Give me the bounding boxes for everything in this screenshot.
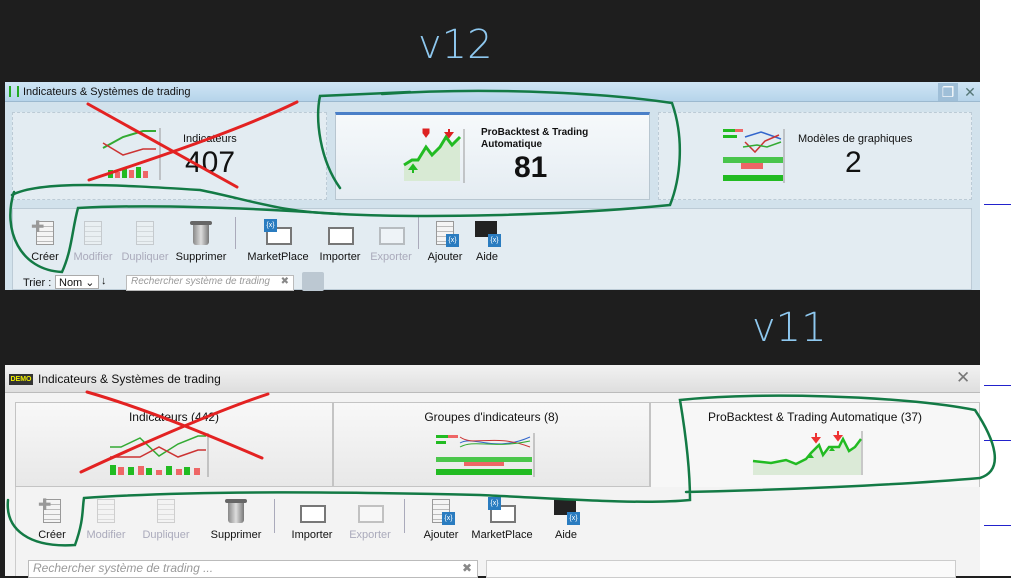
window-title: Indicateurs & Systèmes de trading <box>23 85 191 98</box>
v11-toolbar-panel: ✚ Créer Modifier Dupliquer Supprimer Impo… <box>15 487 980 578</box>
create-button[interactable]: ✚ Créer <box>13 219 77 263</box>
import-button[interactable]: Importer <box>280 497 344 541</box>
search-placeholder: Rechercher système de trading <box>131 276 270 287</box>
tile-count: 81 <box>514 151 548 184</box>
duplicate-button[interactable]: Dupliquer <box>134 497 198 541</box>
search-input[interactable]: Rechercher système de trading ... ✖ <box>28 560 478 578</box>
probacktest-chart-icon <box>752 431 863 475</box>
modify-button[interactable]: Modifier <box>61 219 125 263</box>
button-label: MarketPlace <box>247 251 309 263</box>
tile-label: ProBacktest & Trading Automatique <box>481 127 589 150</box>
version-annotation-v11: v11 <box>752 305 827 351</box>
help-button[interactable]: {x}Aide <box>455 219 519 263</box>
tile-label: Modèles de graphiques <box>798 133 913 145</box>
app-icon <box>9 86 19 97</box>
trash-icon <box>225 499 247 523</box>
trash-icon <box>190 221 212 245</box>
button-label: Importer <box>319 251 361 263</box>
button-label: Exporter <box>349 529 391 541</box>
button-label: Dupliquer <box>121 251 169 263</box>
button-label: Dupliquer <box>142 529 190 541</box>
video-icon <box>475 221 497 237</box>
window-title: Indicateurs & Systèmes de trading <box>38 371 221 386</box>
search-input[interactable]: Rechercher système de trading ✖ <box>126 275 294 291</box>
sort-select[interactable]: Nom ⌄ <box>55 275 99 289</box>
close-icon[interactable]: ✕ <box>964 84 976 100</box>
chart-templates-icon <box>723 129 785 183</box>
add-button[interactable]: {x}Ajouter <box>413 219 477 263</box>
indicator-groups-chart-icon <box>436 433 535 477</box>
strike-marks <box>79 100 299 474</box>
demo-badge: DEMO <box>9 374 33 385</box>
background-chart-strip <box>980 0 1011 576</box>
button-label: Aide <box>475 251 499 263</box>
import-button[interactable]: Importer <box>308 219 372 263</box>
button-label: Ajouter <box>427 251 463 263</box>
clear-icon[interactable]: ✖ <box>461 561 472 575</box>
help-search-icon[interactable] <box>302 272 324 291</box>
button-label: Ajouter <box>423 529 459 541</box>
export-button[interactable]: Exporter <box>359 219 423 263</box>
button-label: Créer <box>31 251 59 263</box>
tile-label: ProBacktest & Trading Automatique (37) <box>707 410 923 424</box>
tile-groupes-indicateurs[interactable]: Groupes d'indicateurs (8) <box>333 402 650 487</box>
highlight-loops <box>6 89 997 547</box>
delete-button[interactable]: Supprimer <box>204 497 268 541</box>
modify-button[interactable]: Modifier <box>74 497 138 541</box>
tile-label: Groupes d'indicateurs (8) <box>424 410 559 424</box>
v11-window: DEMO Indicateurs & Systèmes de trading ✕… <box>5 365 980 578</box>
tile-count: 2 <box>845 146 862 179</box>
button-label: Importer <box>291 529 333 541</box>
button-label: Aide <box>554 529 578 541</box>
v12-window: Indicateurs & Systèmes de trading ❐ ✕ In… <box>5 82 980 291</box>
button-label: Modifier <box>86 529 126 541</box>
tile-modeles-graphiques[interactable]: Modèles de graphiques 2 <box>658 112 972 200</box>
create-button[interactable]: ✚ Créer <box>20 497 84 541</box>
v11-title-bar: DEMO Indicateurs & Systèmes de trading ✕ <box>5 365 980 393</box>
button-label: Exporter <box>370 251 412 263</box>
button-label: MarketPlace <box>471 529 533 541</box>
plus-icon: ✚ <box>38 497 52 514</box>
add-button[interactable]: {x}Ajouter <box>409 497 473 541</box>
button-label: Modifier <box>73 251 113 263</box>
restore-window-icon[interactable]: ❐ <box>938 83 958 101</box>
sort-value: Nom <box>59 277 83 289</box>
clear-icon[interactable]: ✖ <box>280 276 289 287</box>
probacktest-chart-icon <box>403 128 465 183</box>
tile-probacktest[interactable]: ProBacktest & Trading Automatique 81 <box>335 112 650 200</box>
duplicate-button[interactable]: Dupliquer <box>113 219 177 263</box>
marketplace-button[interactable]: {x}MarketPlace <box>466 497 538 541</box>
tile-indicateurs[interactable]: Indicateurs (442) <box>15 402 333 487</box>
help-button[interactable]: {x}Aide <box>534 497 598 541</box>
plus-icon: ✚ <box>31 219 45 236</box>
button-label: Supprimer <box>210 529 262 541</box>
indicators-chart-icon <box>110 433 209 477</box>
export-button[interactable]: Exporter <box>338 497 402 541</box>
close-icon[interactable]: ✕ <box>956 368 971 387</box>
video-icon <box>554 499 576 515</box>
sort-direction-icon[interactable]: ↓ <box>101 275 107 287</box>
sort-label: Trier : <box>23 277 52 289</box>
version-annotation-v12: v12 <box>418 22 493 68</box>
v12-toolbar-panel: ✚ Créer Modifier Dupliquer Supprimer {x}M… <box>12 208 972 291</box>
button-label: Supprimer <box>175 251 227 263</box>
search-placeholder: Rechercher système de trading ... <box>33 561 214 575</box>
button-label: Créer <box>38 529 66 541</box>
tile-probacktest[interactable]: ProBacktest & Trading Automatique (37) <box>650 402 980 487</box>
delete-button[interactable]: Supprimer <box>169 219 233 263</box>
marketplace-button[interactable]: {x}MarketPlace <box>243 219 313 263</box>
